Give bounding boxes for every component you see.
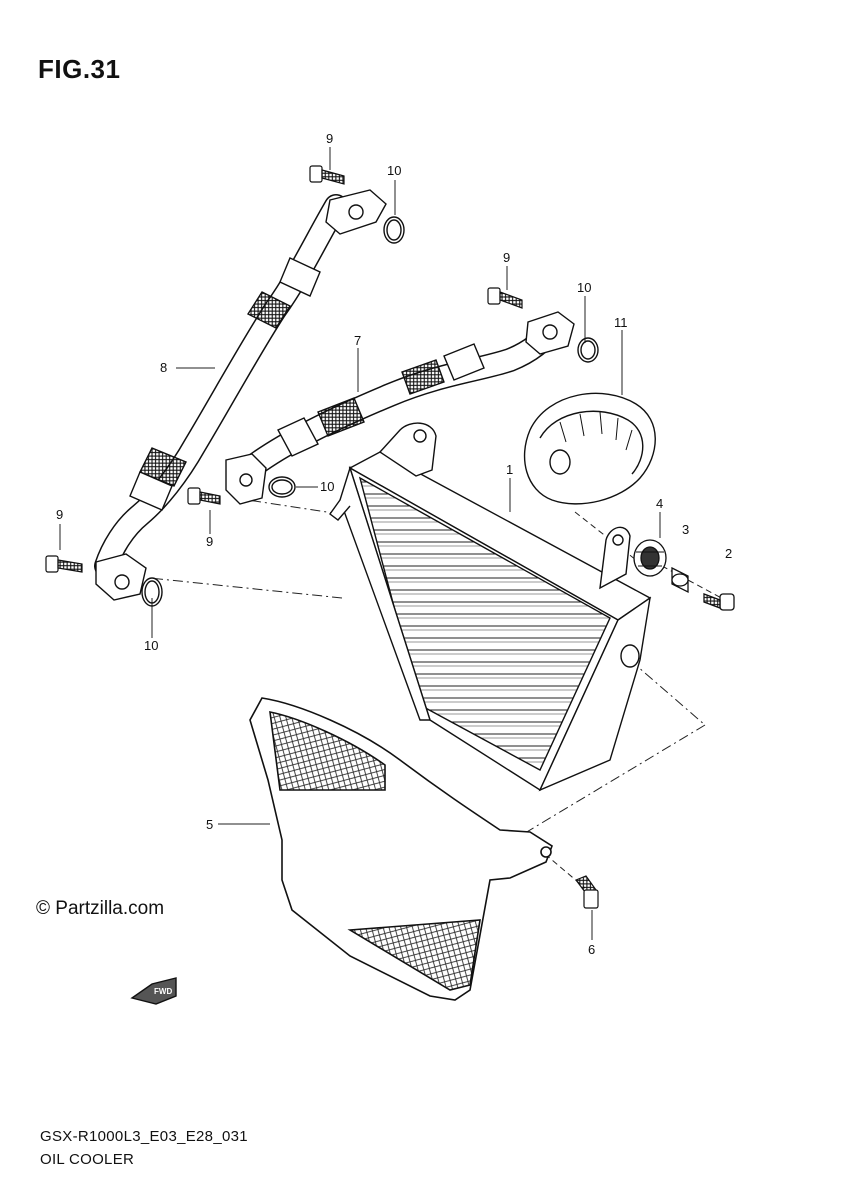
hose-crimp <box>246 291 292 329</box>
callout-9: 9 <box>206 534 213 549</box>
mounting-hardware <box>633 539 735 611</box>
oil-hose-7 <box>225 311 575 505</box>
callout-3: 3 <box>682 522 689 537</box>
o-ring-10 <box>268 476 296 498</box>
o-ring-10 <box>141 577 163 607</box>
callout-ticks <box>59 147 661 940</box>
bracket-hole <box>413 429 427 443</box>
bolt-9-bottom-left <box>45 555 83 573</box>
callout-5: 5 <box>206 817 213 832</box>
cooler-outlet <box>620 644 640 668</box>
fwd-arrow: FWD <box>130 977 177 1005</box>
flange-hole <box>348 204 364 220</box>
o-ring-10 <box>383 216 405 244</box>
bracket-hole <box>612 534 624 546</box>
callout-4: 4 <box>656 496 663 511</box>
flange-hole <box>114 574 130 590</box>
callout-9: 9 <box>503 250 510 265</box>
o-ring-10-inner <box>144 580 160 604</box>
callout-10: 10 <box>320 479 334 494</box>
cooler-fitting <box>329 499 351 521</box>
hose-crimp <box>317 397 365 437</box>
callout-1: 1 <box>506 462 513 477</box>
oil-hose-8 <box>94 189 387 601</box>
callout-2: 2 <box>725 546 732 561</box>
cover-hole <box>540 846 552 858</box>
callout-11: 11 <box>614 315 628 330</box>
cooler-cover-5 <box>249 697 553 1001</box>
callout-10: 10 <box>387 163 401 178</box>
collar-3 <box>671 566 689 594</box>
callout-9: 9 <box>56 507 63 522</box>
cooler-left-edge <box>339 465 431 721</box>
callout-10: 10 <box>144 638 158 653</box>
bolt-2 <box>703 593 735 611</box>
figure-title: FIG.31 <box>38 54 121 84</box>
o-ring-10-inner <box>580 340 596 360</box>
hose-fitting <box>277 417 319 457</box>
fwd-arrow-label: FWD <box>154 987 172 996</box>
bolt-9-top-left <box>309 165 345 185</box>
cover-mesh-upper <box>269 710 386 791</box>
o-ring-10-inner <box>271 479 293 495</box>
diagram-code: GSX-R1000L3_E03_E28_031 <box>40 1128 248 1145</box>
bolt-9-left-middle <box>187 487 221 505</box>
o-ring-group <box>141 216 599 607</box>
leader-line <box>629 659 706 726</box>
watermark: © Partzilla.com <box>36 898 165 919</box>
callout-10: 10 <box>577 280 591 295</box>
o-ring-10-inner <box>386 219 402 241</box>
leader-line <box>149 577 343 599</box>
bolt-6 <box>575 875 599 909</box>
o-ring-10 <box>577 337 599 363</box>
diagram-name: OIL COOLER <box>40 1151 135 1168</box>
bolt-group <box>45 165 523 573</box>
callout-labels: 9 10 9 10 11 7 8 1 10 9 9 10 4 3 2 5 6 <box>56 131 732 957</box>
hose-fitting <box>443 343 485 381</box>
bolt-9-middle <box>487 287 523 309</box>
leader-line <box>247 499 341 515</box>
hose-fitting <box>279 257 321 297</box>
callout-9: 9 <box>326 131 333 146</box>
oil-cooler-1 <box>329 422 652 792</box>
hose-crimp <box>401 359 445 395</box>
callout-6: 6 <box>588 942 595 957</box>
callout-8: 8 <box>160 360 167 375</box>
leader-line <box>524 724 706 834</box>
flange-hole <box>239 473 253 487</box>
oil-filter-11 <box>523 392 656 505</box>
hose-fitting <box>129 471 173 511</box>
callout-7: 7 <box>354 333 361 348</box>
cover-mesh-lower <box>347 919 481 991</box>
grommet-4 <box>633 539 667 577</box>
flange-hole <box>542 324 558 340</box>
cooler-end-tank <box>538 596 651 792</box>
